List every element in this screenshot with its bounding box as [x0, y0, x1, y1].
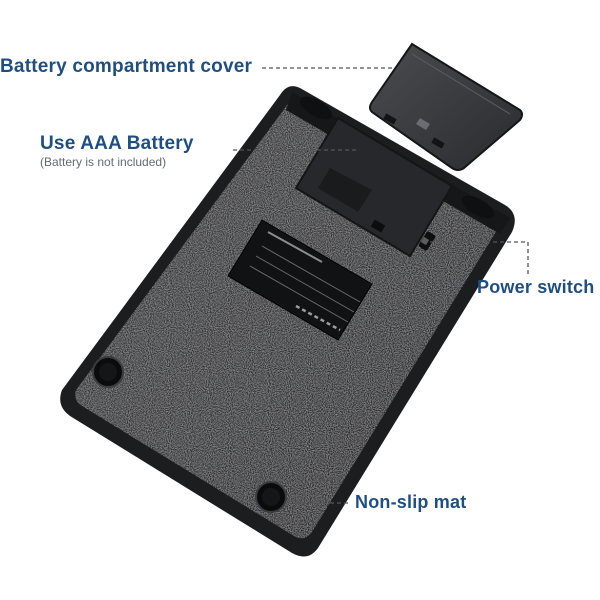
callout-power-switch: Power switch	[477, 277, 595, 297]
callout-battery-compartment-cover: Battery compartment cover	[0, 56, 253, 77]
battery-cover-part	[369, 42, 523, 171]
top-rubber-feet	[299, 96, 495, 219]
leader-power-switch	[430, 241, 529, 274]
product-label-sticker	[227, 219, 373, 341]
battery-compartment	[294, 116, 454, 258]
callout-non-slip-mat: Non-slip mat	[355, 492, 467, 512]
non-slip-feet	[92, 356, 287, 513]
callout-battery-type: Use AAA Battery	[40, 133, 194, 154]
callout-battery-note: (Battery is not included)	[40, 155, 167, 169]
callout-leader-lines	[233, 67, 529, 504]
power-switch	[418, 231, 436, 251]
